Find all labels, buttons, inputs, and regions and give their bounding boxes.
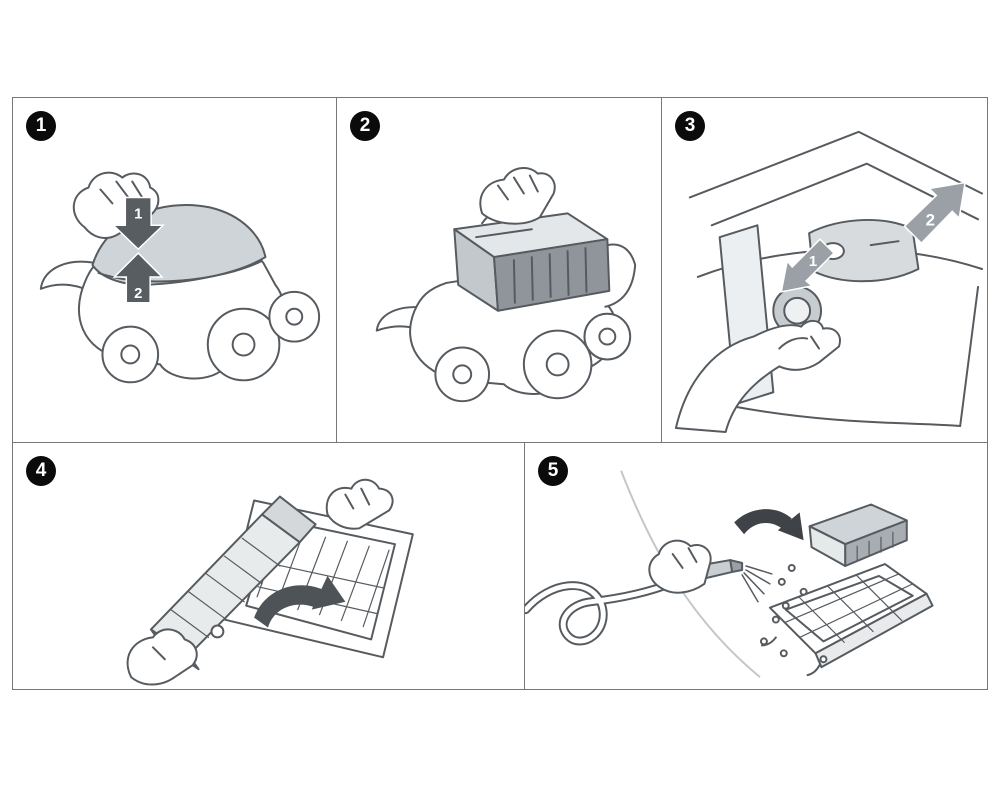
pour-arrow-icon xyxy=(734,509,804,541)
hand-icon xyxy=(648,539,712,594)
press-down-arrow-icon xyxy=(111,196,165,251)
pool-cleaner-drawing xyxy=(39,171,321,384)
step-2-illustration xyxy=(375,166,637,403)
step-5-illustration xyxy=(525,470,934,678)
step-5-badge: 5 xyxy=(538,456,568,486)
step-panel-3: 3 1 2 xyxy=(661,97,988,443)
step-1-badge: 1 xyxy=(26,111,56,141)
arrow-label-1: 1 xyxy=(134,206,142,222)
latch-closeup-drawing xyxy=(674,130,984,433)
step-panel-5: 5 xyxy=(524,442,988,690)
hinge xyxy=(210,624,225,639)
lift-up-arrow-icon xyxy=(112,252,164,304)
water-spray xyxy=(741,565,773,603)
step-4-badge: 4 xyxy=(26,456,56,486)
filter-tray-gray xyxy=(808,503,908,567)
hand-icon xyxy=(674,319,841,433)
hand-icon xyxy=(479,166,556,225)
step-3-badge: 3 xyxy=(675,111,705,141)
water-droplets xyxy=(759,564,828,677)
latch-handle xyxy=(808,218,920,283)
step-panel-1: 1 1 2 xyxy=(12,97,337,443)
step-1-illustration: 1 2 xyxy=(39,171,321,384)
step-2-badge: 2 xyxy=(350,111,380,141)
step-panel-4: 4 xyxy=(12,442,525,690)
step-arrows xyxy=(111,196,165,304)
arrow-label-1: 1 xyxy=(809,254,817,270)
filter-box-drawing xyxy=(453,205,611,312)
hand-icon xyxy=(325,478,394,530)
rotate-arrow-icon xyxy=(254,575,346,628)
step-4-illustration xyxy=(126,478,414,686)
remove-arrow-icon xyxy=(903,181,967,245)
floating-cable xyxy=(39,260,106,296)
arrow-label-2: 2 xyxy=(926,210,935,229)
pool-cleaner-with-filter-drawing xyxy=(375,166,637,403)
step-3-illustration: 1 2 xyxy=(674,130,984,433)
press-arrow-icon xyxy=(780,238,835,293)
step-arrows xyxy=(780,181,967,293)
step-panel-2: 2 xyxy=(336,97,662,443)
arrow-label-2: 2 xyxy=(134,286,142,302)
rinse-drawing xyxy=(525,470,934,678)
filter-cassette-drawing xyxy=(126,478,414,686)
